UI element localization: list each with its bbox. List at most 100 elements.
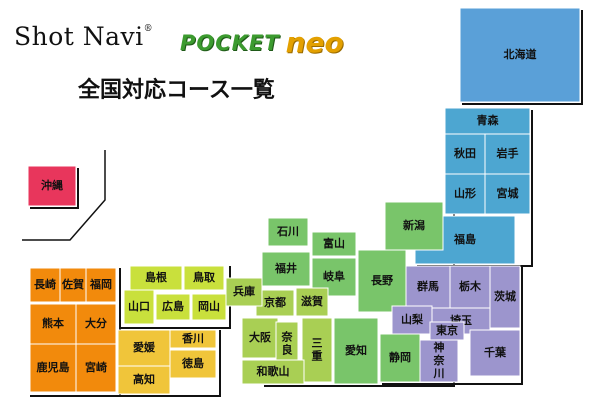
prefecture-toyama[interactable]: 富山 — [311, 231, 357, 257]
prefecture-shape-shizuoka[interactable] — [379, 333, 421, 383]
prefecture-shape-oita[interactable] — [75, 303, 117, 345]
prefecture-oita[interactable]: 大分 — [75, 303, 117, 345]
prefecture-chiba[interactable]: 千葉 — [469, 329, 521, 377]
prefecture-shape-hyogo[interactable] — [225, 277, 263, 307]
prefecture-shape-kagoshima[interactable] — [29, 343, 77, 393]
prefecture-label-aichi: 愛知 — [345, 343, 367, 357]
prefecture-shape-yamanashi[interactable] — [391, 305, 433, 335]
prefecture-shape-tokushima[interactable] — [169, 349, 217, 379]
prefecture-shape-niigata[interactable] — [384, 201, 444, 251]
prefecture-shape-mie[interactable] — [301, 317, 333, 383]
prefecture-label-kagawa: 香川 — [181, 331, 204, 345]
prefecture-kumamoto[interactable]: 熊本 — [29, 303, 77, 345]
prefecture-wakayama[interactable]: 和歌山 — [241, 359, 305, 385]
prefecture-label-yamaguchi: 山口 — [128, 299, 150, 313]
brand-name: Shot Navi — [14, 22, 144, 51]
prefecture-akita[interactable]: 秋田 — [444, 133, 486, 175]
pocket-neo-logo: POCKET neo — [180, 26, 344, 59]
prefecture-shimane[interactable]: 島根 — [129, 265, 183, 291]
prefecture-ishikawa[interactable]: 石川 — [267, 217, 309, 247]
prefecture-shape-shiga[interactable] — [295, 287, 329, 317]
prefecture-tottori[interactable]: 鳥取 — [183, 265, 225, 291]
prefecture-hiroshima[interactable]: 広島 — [155, 293, 191, 321]
prefecture-shizuoka[interactable]: 静岡 — [379, 333, 421, 383]
prefecture-kagawa[interactable]: 香川 — [169, 329, 217, 349]
prefecture-okinawa[interactable]: 沖縄 — [27, 165, 77, 207]
prefecture-shape-kochi[interactable] — [117, 365, 171, 395]
prefecture-shape-tottori[interactable] — [183, 265, 225, 291]
prefecture-label-ishikawa: 石川 — [276, 225, 299, 238]
prefecture-shape-okayama[interactable] — [191, 293, 227, 321]
prefecture-kochi[interactable]: 高知 — [117, 365, 171, 395]
prefecture-shape-yamagata[interactable] — [444, 173, 486, 215]
prefecture-shape-gunma[interactable] — [405, 265, 451, 309]
prefecture-yamanashi[interactable]: 山梨 — [391, 305, 433, 335]
prefecture-shape-hiroshima[interactable] — [155, 293, 191, 321]
prefecture-shape-shimane[interactable] — [129, 265, 183, 291]
prefecture-saga[interactable]: 佐賀 — [59, 267, 87, 303]
prefecture-shape-kagawa[interactable] — [169, 329, 217, 349]
prefecture-hyogo[interactable]: 兵庫 — [225, 277, 263, 307]
prefecture-shape-okinawa[interactable] — [27, 165, 77, 207]
prefecture-shape-nagasaki[interactable] — [29, 267, 61, 303]
prefecture-label-okinawa: 沖縄 — [41, 178, 63, 192]
prefecture-yamaguchi[interactable]: 山口 — [123, 289, 155, 325]
prefecture-nara[interactable]: 奈良 — [275, 321, 299, 367]
prefecture-label-gifu: 岐阜 — [323, 269, 345, 283]
prefecture-ehime[interactable]: 愛媛 — [117, 329, 171, 367]
prefecture-niigata[interactable]: 新潟 — [384, 201, 444, 251]
prefecture-tokyo[interactable]: 東京 — [429, 321, 465, 341]
prefecture-nagano[interactable]: 長野 — [357, 249, 407, 313]
prefecture-iwate[interactable]: 岩手 — [484, 133, 531, 175]
prefecture-shape-yamaguchi[interactable] — [123, 289, 155, 325]
prefecture-shape-aichi[interactable] — [333, 317, 379, 385]
prefecture-tokushima[interactable]: 徳島 — [169, 349, 217, 379]
prefecture-yamagata[interactable]: 山形 — [444, 173, 486, 215]
prefecture-label-mie-char: 重 — [312, 349, 323, 363]
prefecture-shape-aomori[interactable] — [444, 107, 531, 135]
prefecture-miyagi[interactable]: 宮城 — [484, 173, 531, 215]
prefecture-label-tottori: 鳥取 — [193, 270, 215, 284]
prefecture-shape-wakayama[interactable] — [241, 359, 305, 385]
prefecture-aomori[interactable]: 青森 — [444, 107, 531, 135]
prefecture-hokkaido[interactable]: 北海道 — [459, 7, 581, 103]
prefecture-tochigi[interactable]: 栃木 — [449, 265, 491, 309]
prefecture-shape-miyagi[interactable] — [484, 173, 531, 215]
prefecture-shape-ishikawa[interactable] — [267, 217, 309, 247]
prefecture-kanagawa[interactable]: 神奈川 — [419, 339, 459, 383]
prefecture-osaka[interactable]: 大阪 — [241, 317, 279, 359]
prefecture-shape-iwate[interactable] — [484, 133, 531, 175]
prefecture-label-mie-char: 三 — [312, 337, 323, 350]
prefecture-label-fukuoka: 福岡 — [89, 277, 112, 291]
prefecture-shiga[interactable]: 滋賀 — [295, 287, 329, 317]
prefecture-shape-nagano[interactable] — [357, 249, 407, 313]
shot-navi-logo: Shot Navi® — [14, 22, 153, 51]
prefecture-fukui[interactable]: 福井 — [261, 251, 311, 287]
prefecture-shape-ibaraki[interactable] — [489, 265, 521, 329]
prefecture-shape-ehime[interactable] — [117, 329, 171, 367]
prefecture-shape-saga[interactable] — [59, 267, 87, 303]
prefecture-label-wakayama: 和歌山 — [257, 364, 290, 378]
prefecture-shape-chiba[interactable] — [469, 329, 521, 377]
prefecture-gunma[interactable]: 群馬 — [405, 265, 451, 309]
prefecture-fukuoka[interactable]: 福岡 — [85, 267, 117, 303]
region-shadow-edge — [30, 168, 79, 209]
prefecture-shape-toyama[interactable] — [311, 231, 357, 257]
page-title: 全国対応コース一覧 — [78, 78, 275, 103]
prefecture-okayama[interactable]: 岡山 — [191, 293, 227, 321]
prefecture-nagasaki[interactable]: 長崎 — [29, 267, 61, 303]
prefecture-miyazaki[interactable]: 宮崎 — [75, 343, 117, 393]
prefecture-shape-fukuoka[interactable] — [85, 267, 117, 303]
prefecture-shape-kumamoto[interactable] — [29, 303, 77, 345]
prefecture-kagoshima[interactable]: 鹿児島 — [29, 343, 77, 393]
prefecture-shape-kanagawa[interactable] — [419, 339, 459, 383]
prefecture-shape-miyazaki[interactable] — [75, 343, 117, 393]
prefecture-label-chiba: 千葉 — [484, 345, 507, 359]
prefecture-shape-hokkaido[interactable] — [459, 7, 581, 103]
prefecture-ibaraki[interactable]: 茨城 — [489, 265, 521, 329]
prefecture-mie[interactable]: 三重 — [301, 317, 333, 383]
prefecture-aichi[interactable]: 愛知 — [333, 317, 379, 385]
prefecture-label-akita: 秋田 — [454, 146, 476, 160]
prefecture-shape-fukui[interactable] — [261, 251, 311, 287]
okinawa-inset-line — [22, 150, 106, 241]
